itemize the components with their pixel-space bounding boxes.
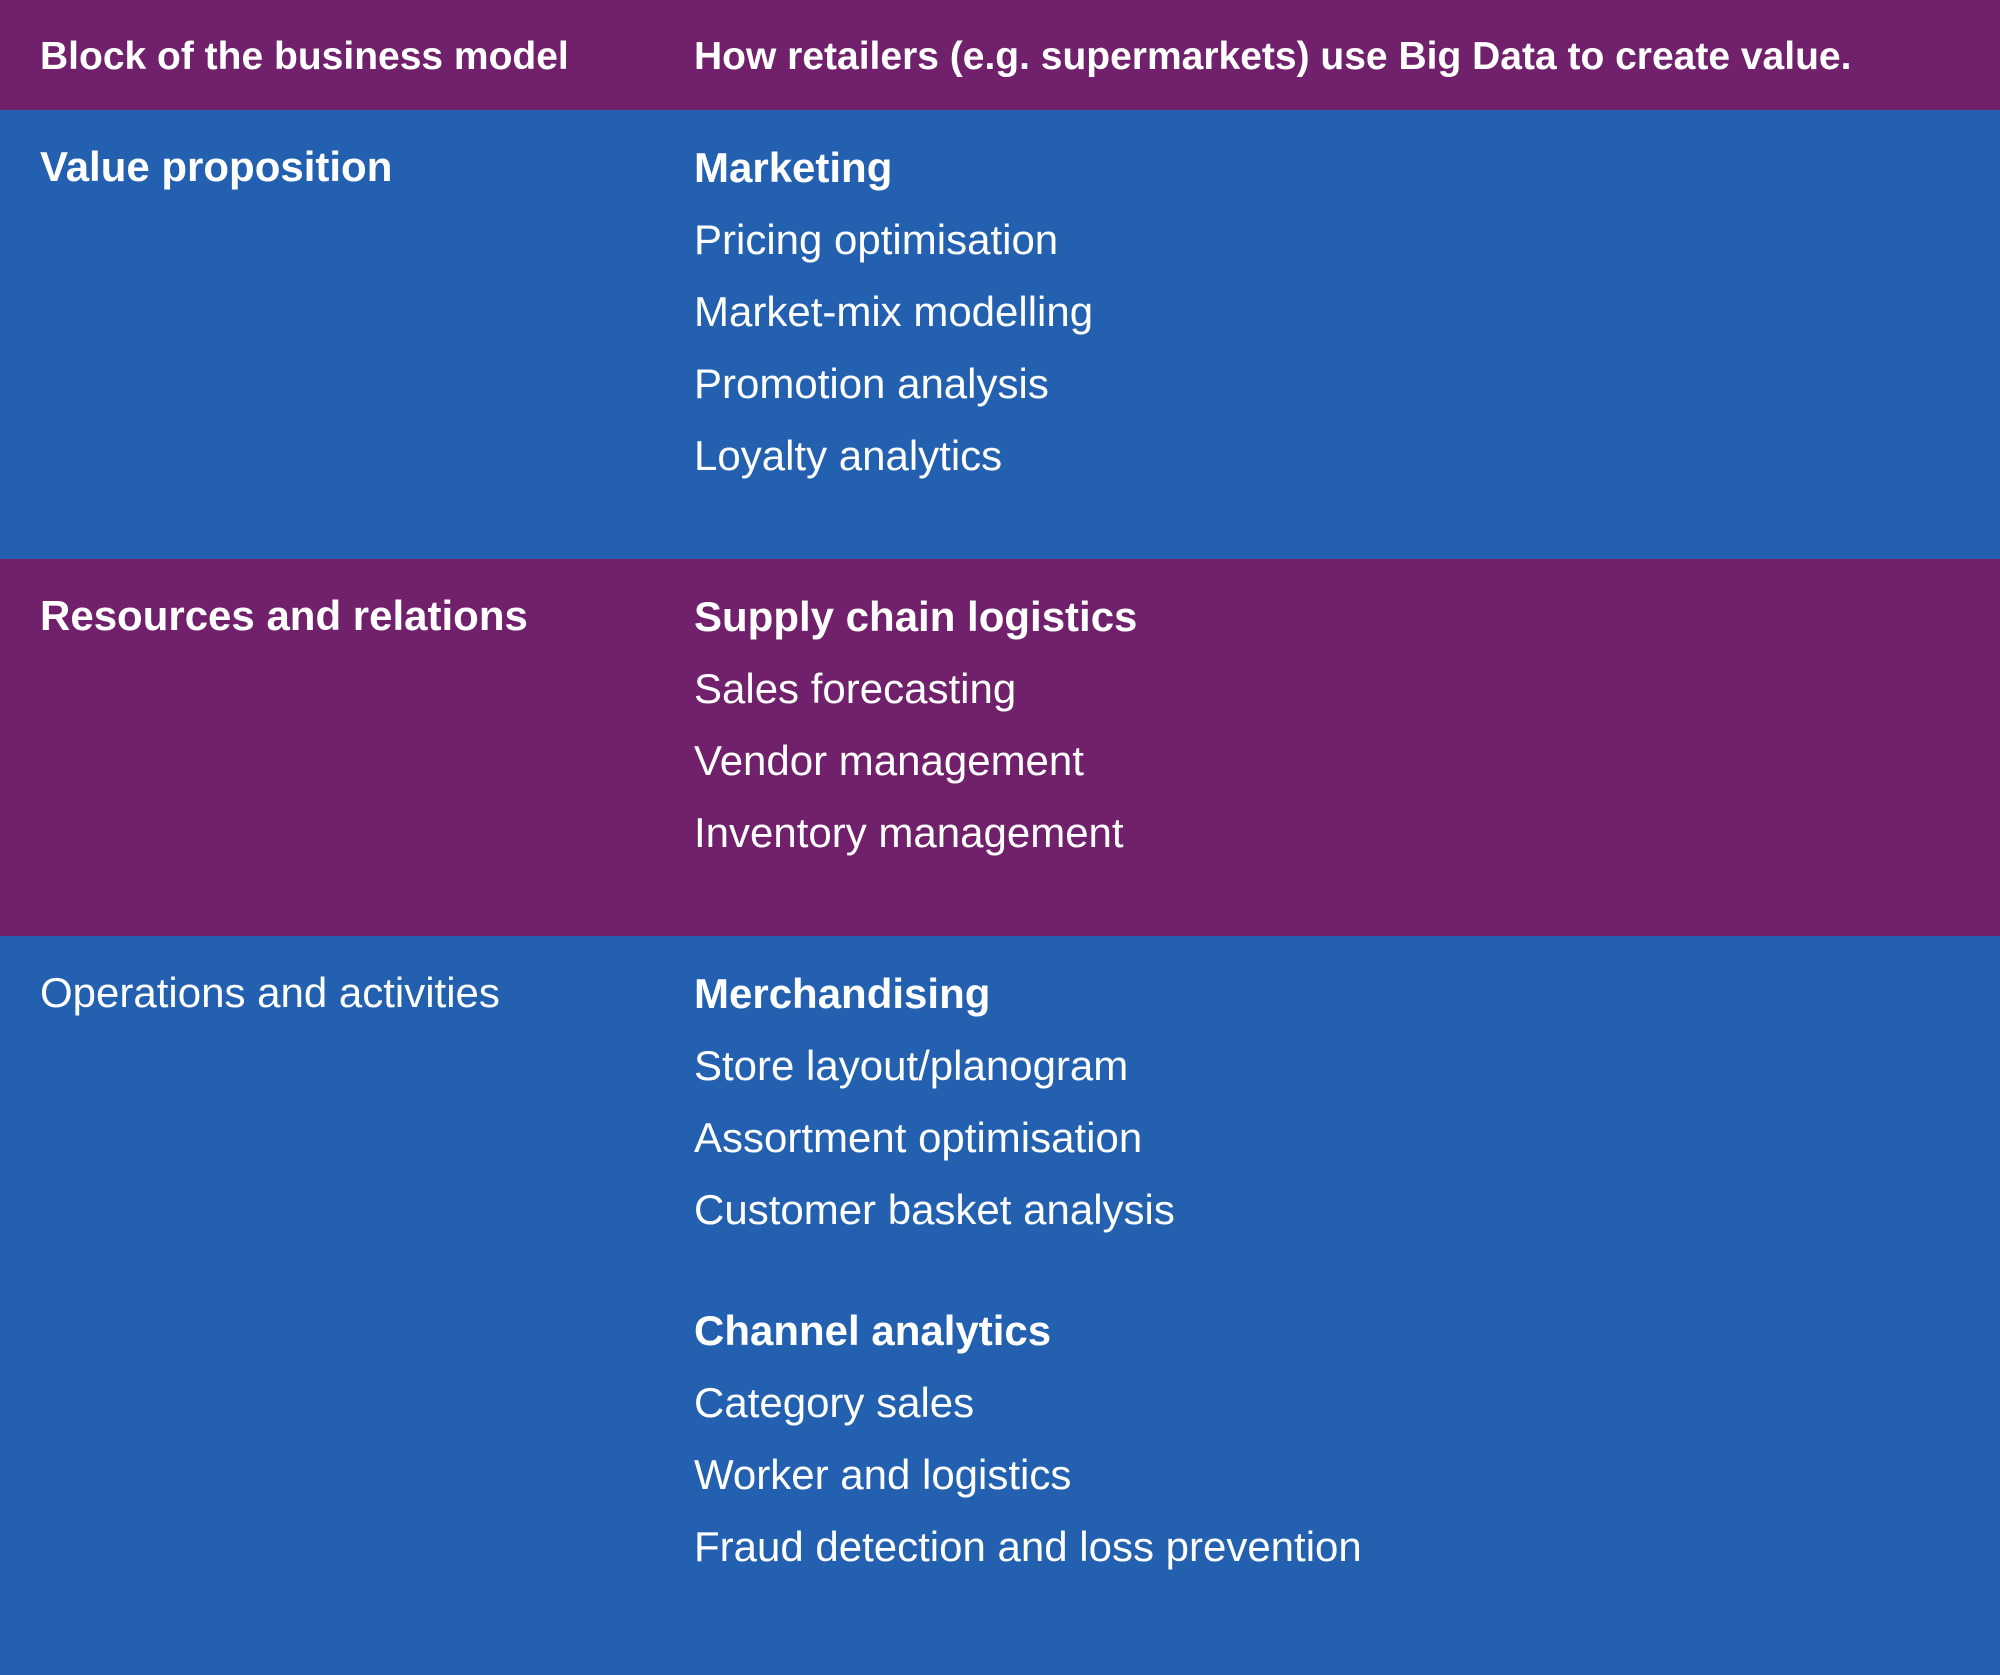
list-item: Assortment optimisation bbox=[694, 1114, 1143, 1161]
list-item: Inventory management bbox=[694, 809, 1124, 856]
list-item: Store layout/planogram bbox=[694, 1042, 1129, 1089]
group-supply-chain-logistics: Supply chain logistics Sales forecasting… bbox=[694, 581, 1974, 869]
group-marketing: Marketing Pricing optimisation Market-mi… bbox=[694, 132, 1974, 492]
group-channel-analytics: Channel analytics Category sales Worker … bbox=[694, 1295, 1974, 1583]
block-label: Resources and relations bbox=[40, 592, 528, 639]
table-row-resources-and-relations: Resources and relations Supply chain log… bbox=[0, 559, 2000, 936]
list-item: Pricing optimisation bbox=[694, 216, 1059, 263]
value-cell: Supply chain logistics Sales forecasting… bbox=[694, 581, 1974, 869]
table-row-value-proposition: Value proposition Marketing Pricing opti… bbox=[0, 110, 2000, 559]
block-label: Operations and activities bbox=[40, 969, 500, 1016]
list-item: Worker and logistics bbox=[694, 1451, 1072, 1498]
value-cell: Marketing Pricing optimisation Market-mi… bbox=[694, 132, 1974, 492]
group-title: Merchandising bbox=[694, 970, 991, 1017]
group-title: Marketing bbox=[694, 144, 893, 191]
group-merchandising: Merchandising Store layout/planogram Ass… bbox=[694, 958, 1974, 1246]
list-item: Category sales bbox=[694, 1379, 975, 1426]
list-item: Market-mix modelling bbox=[694, 288, 1094, 335]
table-header: Block of the business model How retailer… bbox=[0, 0, 2000, 110]
block-label: Value proposition bbox=[40, 143, 393, 190]
header-block-column: Block of the business model bbox=[40, 35, 569, 78]
list-item: Loyalty analytics bbox=[694, 432, 1003, 479]
list-item: Customer basket analysis bbox=[694, 1186, 1175, 1233]
list-item: Vendor management bbox=[694, 737, 1084, 784]
group-title: Supply chain logistics bbox=[694, 593, 1138, 640]
list-item: Sales forecasting bbox=[694, 665, 1017, 712]
list-item: Fraud detection and loss prevention bbox=[694, 1523, 1362, 1570]
group-title: Channel analytics bbox=[694, 1307, 1052, 1354]
value-cell: Merchandising Store layout/planogram Ass… bbox=[694, 958, 1974, 1583]
table-row-operations-and-activities: Operations and activities Merchandising … bbox=[0, 936, 2000, 1675]
header-value-column: How retailers (e.g. supermarkets) use Bi… bbox=[694, 35, 1852, 78]
list-item: Promotion analysis bbox=[694, 360, 1049, 407]
